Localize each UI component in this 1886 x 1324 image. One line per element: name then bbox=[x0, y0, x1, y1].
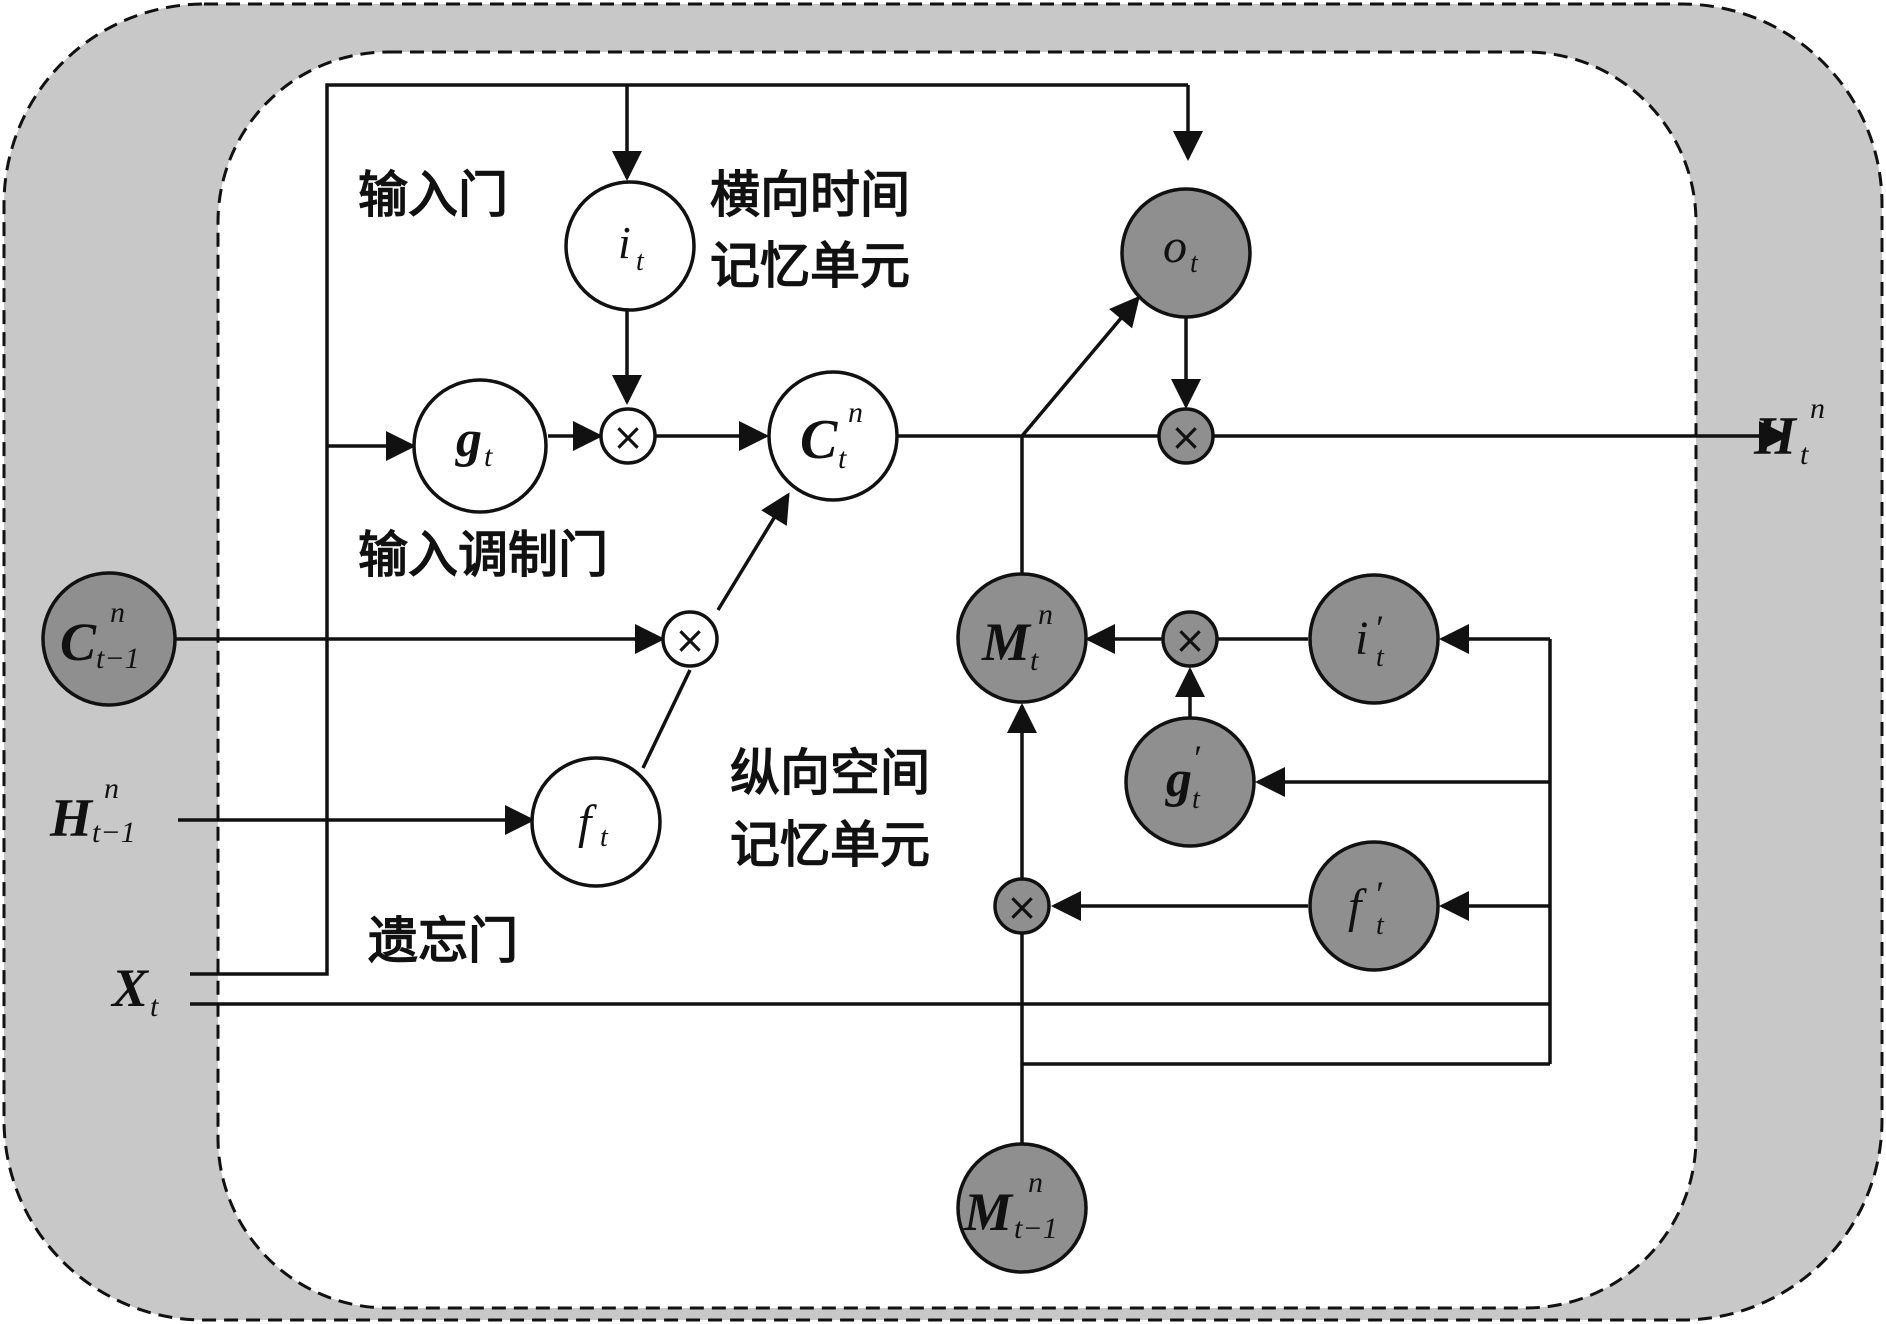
svg-text:t: t bbox=[838, 442, 847, 475]
spatial-memory-node: M n t bbox=[956, 572, 1088, 704]
svg-text:n: n bbox=[848, 396, 863, 429]
svg-text:X: X bbox=[110, 958, 150, 1018]
svg-text:×: × bbox=[674, 618, 706, 662]
multiply-operator-3: × bbox=[1157, 407, 1215, 465]
svg-text:o: o bbox=[1163, 220, 1187, 273]
svg-text:×: × bbox=[1174, 618, 1206, 662]
multiply-operator-4: × bbox=[1161, 610, 1219, 668]
svg-text:g: g bbox=[455, 411, 482, 468]
horizontal-memory-label-line2: 记忆单元 bbox=[710, 236, 910, 295]
svg-text:t: t bbox=[1376, 910, 1385, 941]
svg-text:M: M bbox=[963, 1182, 1014, 1242]
svg-text:′: ′ bbox=[1192, 738, 1201, 778]
svg-text:×: × bbox=[1006, 885, 1038, 929]
vertical-memory-label-line1: 纵向空间 bbox=[730, 743, 930, 802]
svg-text:t: t bbox=[636, 246, 645, 277]
forget-gate-node: f t bbox=[530, 756, 662, 888]
vertical-memory-label-line2: 记忆单元 bbox=[730, 815, 930, 874]
spatial-forget-gate-node: f ′ t bbox=[1308, 840, 1440, 972]
forget-gate-label: 遗忘门 bbox=[368, 911, 518, 970]
svg-text:M: M bbox=[981, 612, 1032, 672]
svg-text:t−1: t−1 bbox=[96, 642, 140, 675]
svg-text:H: H bbox=[1753, 406, 1798, 466]
svg-text:C: C bbox=[800, 409, 838, 471]
input-modulation-gate-label: 输入调制门 bbox=[358, 525, 608, 584]
svg-text:t: t bbox=[1192, 784, 1201, 815]
svg-text:i: i bbox=[618, 217, 631, 268]
prev-spatial-memory-node: M n t−1 bbox=[956, 1142, 1088, 1274]
svg-text:t: t bbox=[1376, 642, 1385, 673]
input-gate-label: 输入门 bbox=[358, 165, 508, 224]
svg-text:t: t bbox=[600, 822, 609, 853]
svg-text:n: n bbox=[110, 596, 125, 629]
svg-text:×: × bbox=[612, 415, 644, 459]
svg-text:n: n bbox=[1038, 598, 1053, 631]
inner-frame bbox=[216, 50, 1698, 1310]
svg-text:t−1: t−1 bbox=[92, 816, 136, 849]
svg-text:n: n bbox=[1810, 392, 1825, 425]
svg-text:t−1: t−1 bbox=[1014, 1212, 1058, 1245]
input-gate-node: i t bbox=[564, 180, 696, 312]
svg-text:i: i bbox=[1355, 612, 1368, 665]
cell-state-node: C n t bbox=[767, 370, 899, 502]
prev-hidden-state-label: H n t−1 bbox=[49, 772, 136, 849]
svg-text:t: t bbox=[1190, 248, 1199, 279]
output-gate-node: o t bbox=[1120, 187, 1252, 319]
svg-text:t: t bbox=[150, 990, 159, 1023]
svg-text:t: t bbox=[1800, 438, 1809, 471]
multiply-operator-5: × bbox=[993, 877, 1051, 935]
svg-text:C: C bbox=[60, 612, 97, 672]
input-modulation-gate-node: g t bbox=[412, 378, 548, 514]
output-hidden-state-label: H n t bbox=[1753, 392, 1825, 471]
svg-text:H: H bbox=[49, 788, 94, 848]
horizontal-memory-label-line1: 横向时间 bbox=[710, 165, 910, 224]
multiply-operator-2: × bbox=[661, 610, 719, 668]
multiply-operator-1: × bbox=[599, 407, 657, 465]
svg-text:n: n bbox=[104, 772, 119, 805]
svg-text:n: n bbox=[1028, 1166, 1043, 1199]
prev-cell-state-node: C n t−1 bbox=[41, 571, 177, 707]
input-x-label: X t bbox=[110, 958, 159, 1023]
svg-text:g: g bbox=[1165, 751, 1192, 808]
svg-text:′: ′ bbox=[1374, 874, 1383, 914]
wires bbox=[176, 83, 1789, 1144]
svg-text:′: ′ bbox=[1374, 608, 1383, 648]
svg-text:t: t bbox=[484, 440, 493, 473]
spatial-modulation-gate-node: g ′ t bbox=[1124, 716, 1256, 848]
svg-text:t: t bbox=[1030, 644, 1039, 677]
spatial-input-gate-node: i ′ t bbox=[1308, 573, 1440, 705]
svg-text:×: × bbox=[1170, 415, 1202, 459]
